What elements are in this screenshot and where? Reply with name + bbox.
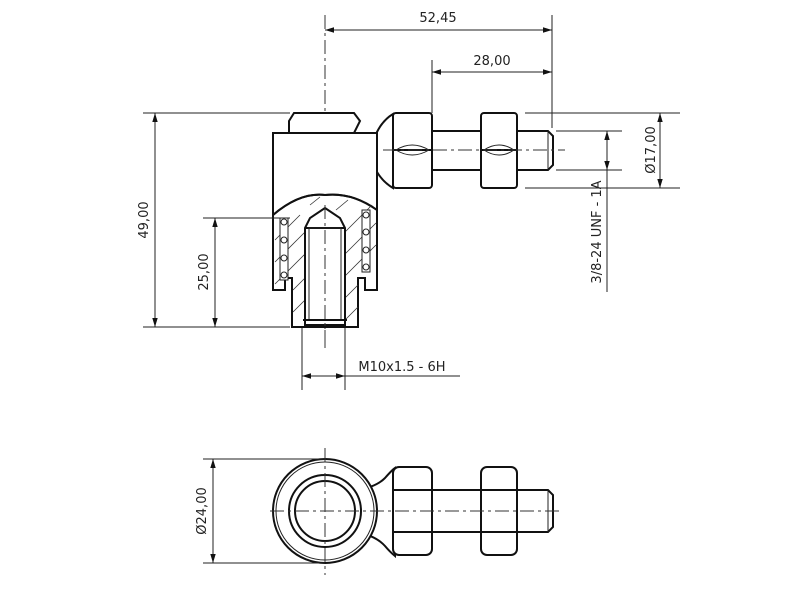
dimension-nut-diameter: Ø17,00 — [525, 112, 680, 189]
dimension-label-25-00: 25,00 — [197, 253, 212, 290]
sectioned-body — [272, 193, 378, 328]
dimension-external-thread: 3/8-24 UNF - 1A — [556, 130, 622, 292]
dimension-label-49-00: 49,00 — [137, 201, 152, 238]
dimension-label-d17: Ø17,00 — [644, 126, 659, 173]
dimension-internal-thread: M10x1.5 - 6H — [301, 328, 460, 390]
dimension-label-d24: Ø24,00 — [195, 487, 210, 534]
front-view — [272, 15, 565, 348]
dimension-label-m10: M10x1.5 - 6H — [358, 360, 445, 375]
spring-coils — [279, 209, 371, 281]
dimension-thread-depth: 25,00 — [197, 217, 290, 327]
dimension-label-unf: 3/8-24 UNF - 1A — [590, 180, 605, 283]
dimension-label-28-00: 28,00 — [473, 54, 510, 69]
dimension-overall-height: 49,00 — [137, 112, 290, 328]
dimension-overall-length: 52,45 — [325, 11, 553, 128]
eye-cap — [288, 112, 362, 134]
eye-neck — [376, 112, 394, 190]
top-view — [270, 448, 562, 575]
dimension-label-52-45: 52,45 — [419, 11, 456, 26]
dimension-stud-length: 28,00 — [431, 54, 552, 113]
dimension-eye-diameter: Ø24,00 — [195, 458, 325, 564]
